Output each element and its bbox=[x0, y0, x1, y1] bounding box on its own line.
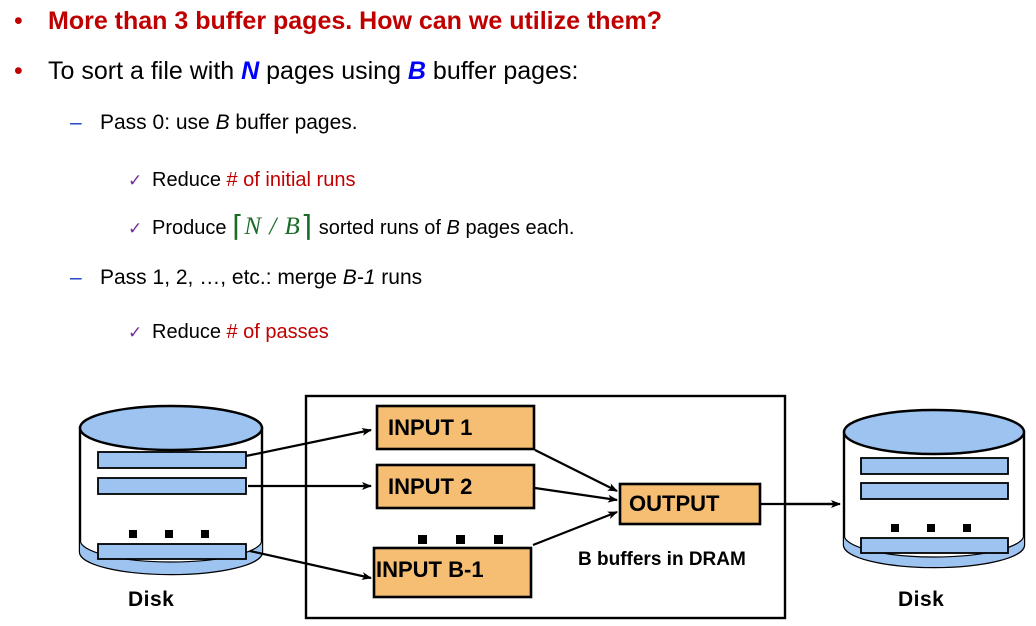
buffer-label-input1: INPUT 1 bbox=[388, 415, 473, 440]
disk-left-bar-3 bbox=[97, 543, 247, 560]
bullet-dash-icon: – bbox=[70, 266, 82, 289]
ceiling-open-bracket: ⌈ bbox=[232, 211, 245, 243]
buffer-box-inputb1[interactable] bbox=[372, 546, 533, 599]
bullet-dot-icon: • bbox=[14, 7, 23, 35]
bullet-line-5-text-a: Produce bbox=[152, 217, 233, 239]
bullet-line-4: ✓ Reduce # of initial runs bbox=[128, 168, 355, 193]
disk-right-bar-1 bbox=[860, 457, 1009, 475]
arrow-input1-to-output bbox=[534, 449, 618, 492]
variable-b: B bbox=[407, 57, 426, 85]
disk-left bbox=[78, 404, 264, 576]
formula-b: B bbox=[284, 213, 301, 240]
check-icon: ✓ bbox=[128, 171, 143, 190]
check-icon: ✓ bbox=[128, 323, 143, 342]
disk-left-top bbox=[78, 404, 264, 452]
buffer-label-inputb1: INPUT B-1 bbox=[376, 557, 484, 582]
buffer-label-output: OUTPUT bbox=[629, 491, 720, 516]
bullet-line-2-text-b: pages using bbox=[259, 57, 408, 85]
variable-b: B bbox=[215, 111, 230, 134]
bullet-line-5: ✓Produce ⌈N / B⌉ sorted runs of B pages … bbox=[128, 211, 575, 243]
check-icon: ✓ bbox=[128, 219, 143, 238]
bullet-line-3-text-b: buffer pages. bbox=[229, 111, 358, 134]
variable-b: B bbox=[446, 217, 460, 239]
formula-ceiling-n-over-b: ⌈N / B⌉ bbox=[232, 211, 314, 243]
disk-right bbox=[842, 408, 1026, 569]
bullet-line-3-text-a: Pass 0: use bbox=[100, 111, 216, 134]
bullet-line-2-text-c: buffer pages: bbox=[425, 57, 579, 85]
variable-b-minus-1: B-1 bbox=[342, 266, 376, 289]
bullet-line-7: ✓ Reduce # of passes bbox=[128, 320, 329, 345]
bullet-line-6-text-a: Pass 1, 2, …, etc.: merge bbox=[100, 266, 343, 289]
disk-right-bar-2 bbox=[860, 482, 1009, 500]
dram-boundary-box bbox=[304, 394, 787, 620]
bullet-line-1-text: More than 3 buffer pages. How can we uti… bbox=[48, 7, 662, 35]
buffer-box-output[interactable] bbox=[618, 482, 762, 526]
disk-left-bar-1 bbox=[97, 451, 247, 469]
buffer-box-input2[interactable] bbox=[375, 463, 536, 510]
bullet-line-4-text-a: Reduce bbox=[152, 169, 227, 191]
buffer-box-input1[interactable] bbox=[375, 404, 536, 451]
formula-n: N bbox=[244, 213, 263, 240]
arrow-inputb1-to-output bbox=[532, 510, 618, 547]
buffer-label-input2: INPUT 2 bbox=[388, 474, 473, 499]
bullet-line-4-text-b: # of initial runs bbox=[226, 169, 356, 191]
disk-left-bar-2 bbox=[97, 477, 247, 495]
formula-slash: / bbox=[262, 213, 285, 240]
bullet-line-5-text-b: sorted runs of bbox=[313, 217, 447, 239]
bullet-line-6-text-b: runs bbox=[375, 266, 423, 289]
arrow-input2-to-output bbox=[534, 486, 618, 503]
buffer-ellipsis-icon bbox=[418, 535, 503, 544]
disk-left-label: Disk bbox=[128, 588, 175, 611]
bullet-line-7-text-a: Reduce bbox=[152, 321, 227, 343]
bullet-dash-icon: – bbox=[70, 111, 82, 134]
disk-right-label: Disk bbox=[898, 588, 945, 611]
disk-right-bar-3 bbox=[860, 537, 1009, 554]
ceiling-close-bracket: ⌉ bbox=[300, 211, 314, 243]
bullet-line-2-text-a: To sort a file with bbox=[48, 57, 242, 85]
bullet-line-7-text-b: # of passes bbox=[226, 321, 329, 343]
bullet-line-5-text-c: pages each. bbox=[459, 217, 575, 239]
disk-right-top bbox=[842, 408, 1026, 456]
arrow-disk-to-input1 bbox=[245, 427, 372, 458]
bullet-line-6: –Pass 1, 2, …, etc.: merge B-1 runs bbox=[70, 265, 422, 291]
dram-caption: B buffers in DRAM bbox=[578, 549, 746, 570]
bullet-dot-icon: • bbox=[14, 57, 23, 85]
bullet-line-3: –Pass 0: use B buffer pages. bbox=[70, 110, 358, 136]
variable-n: N bbox=[241, 57, 260, 85]
bullet-line-1: • More than 3 buffer pages. How can we ut… bbox=[14, 6, 662, 36]
disk-left-ellipsis-icon bbox=[129, 530, 209, 538]
bullet-line-2: • To sort a file with N pages using B buf… bbox=[14, 56, 578, 86]
arrow-disk-to-inputb1 bbox=[249, 549, 372, 580]
disk-right-ellipsis-icon bbox=[891, 524, 971, 532]
